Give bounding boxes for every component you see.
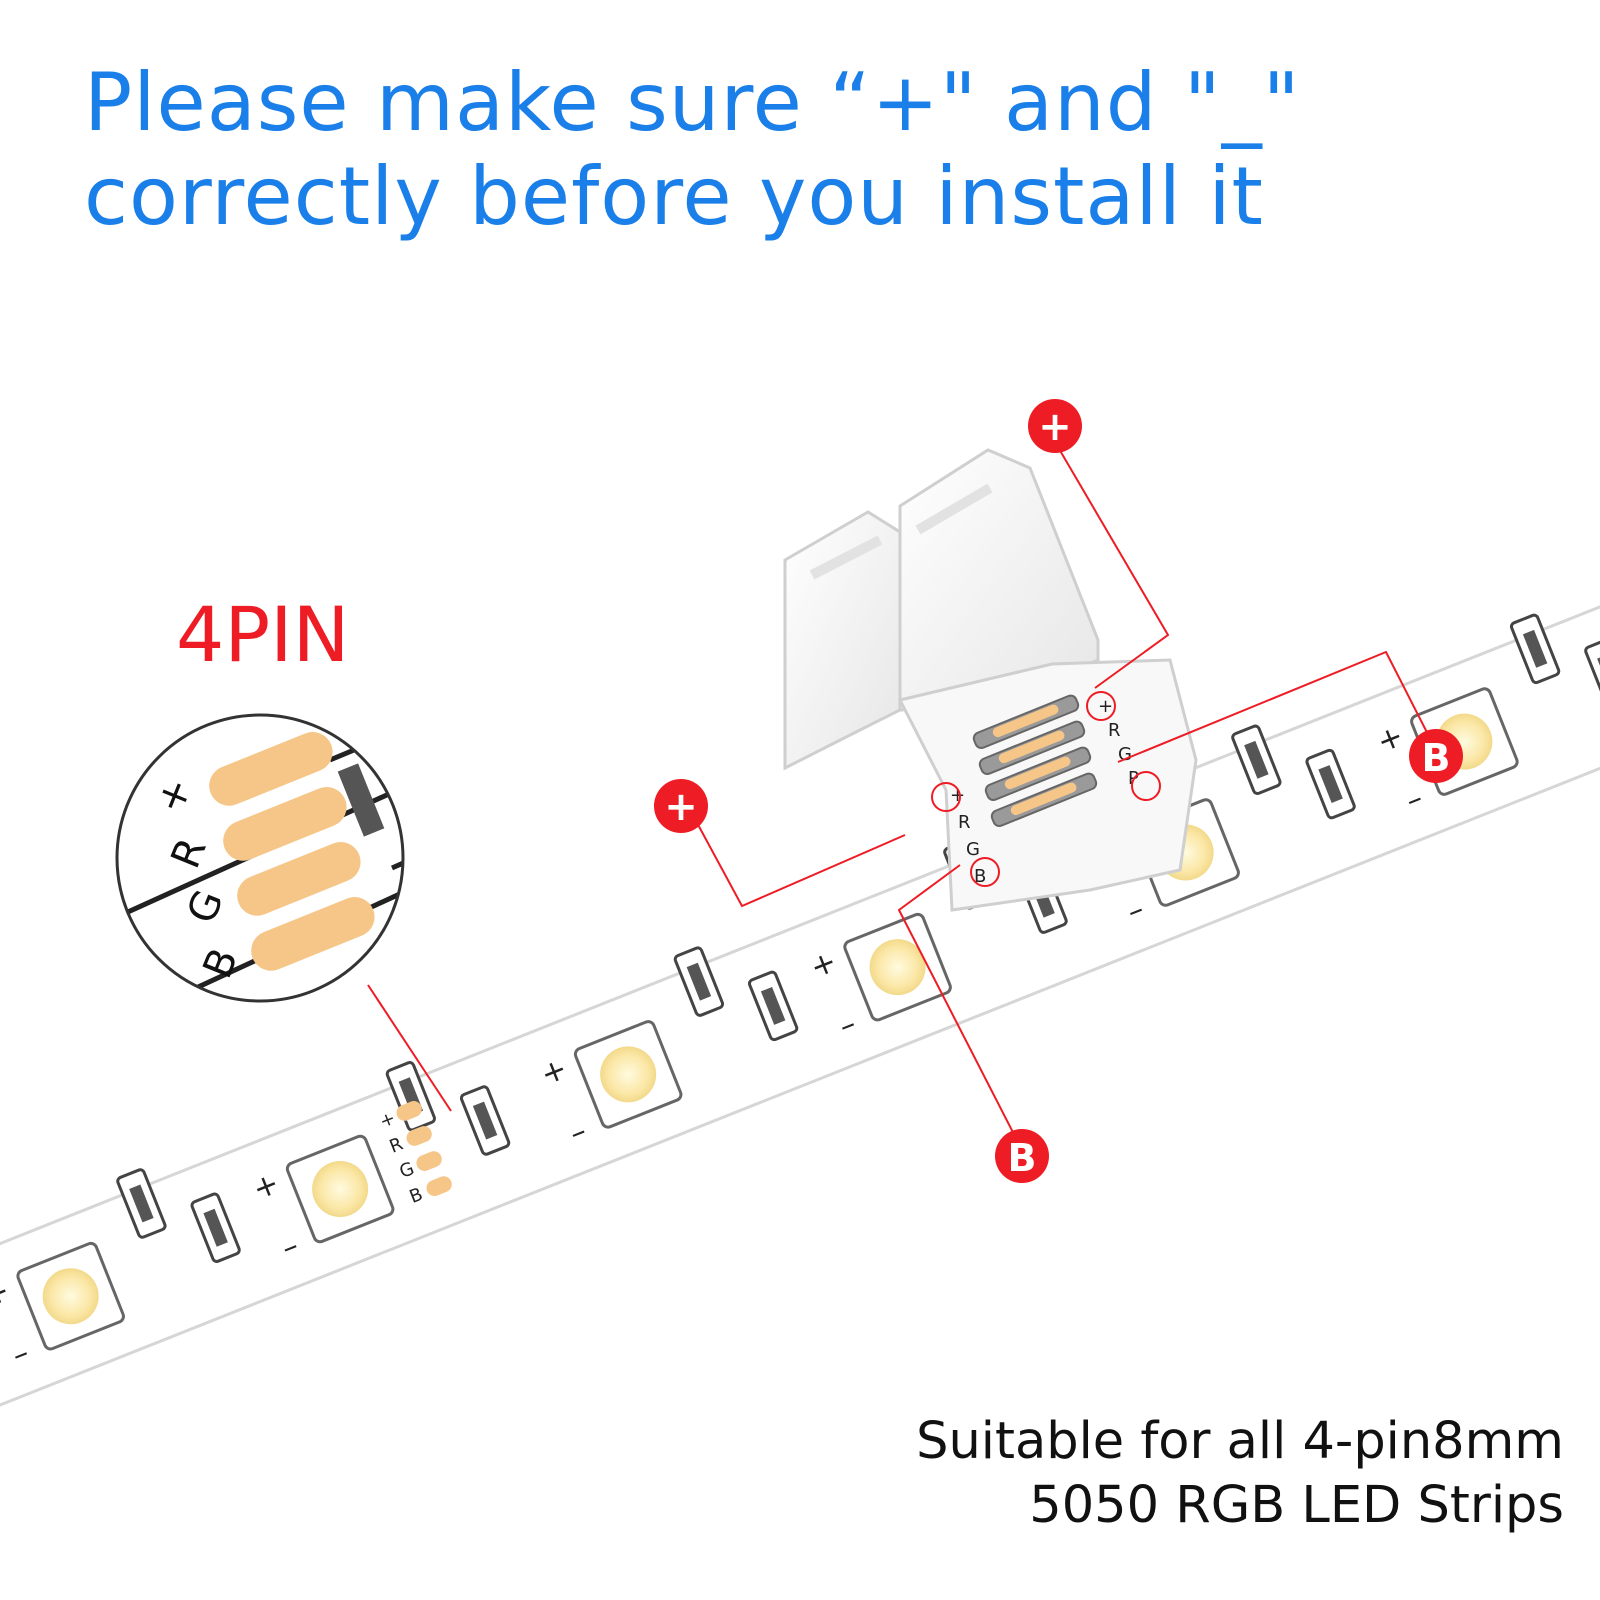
led-chip: +– — [0, 1168, 241, 1373]
connector-tab-left — [783, 510, 902, 771]
svg-text:B: B — [1422, 736, 1451, 780]
resistor — [1305, 748, 1356, 820]
resistor — [116, 1168, 167, 1239]
connector-left-pin-label: R — [958, 812, 971, 833]
resistor — [459, 1085, 511, 1156]
pin-magnifier: +RGB — [115, 713, 405, 1003]
strip-connector-clip: +RGB+RGP — [783, 448, 1198, 912]
plus-marker-left: + — [654, 779, 708, 833]
connector-left-pin-label: + — [950, 785, 965, 806]
callout-markers: + + B B — [654, 399, 1463, 1183]
pin-highlight-ring — [1086, 691, 1116, 721]
resistor — [190, 1192, 241, 1263]
resistor — [673, 946, 725, 1017]
pin-highlight-ring — [970, 857, 1000, 887]
install-instruction-headline: Please make sure “+" and "_" correctly b… — [84, 56, 1384, 244]
compatibility-note: Suitable for all 4-pin8mm 5050 RGB LED S… — [916, 1410, 1564, 1538]
b-marker-bottom: B — [995, 1129, 1049, 1183]
pin-highlight-ring — [1131, 771, 1161, 801]
strip-cut-pads: +RGB — [377, 1101, 452, 1208]
connector-contacts: +RGB+RGP — [931, 691, 1161, 887]
resistor — [747, 970, 799, 1042]
svg-text:+: + — [664, 784, 698, 830]
headline-line-2: correctly before you install it — [84, 150, 1264, 243]
headline-line-1: Please make sure “+" and "_" — [84, 56, 1301, 149]
resistor — [1509, 613, 1561, 685]
b-marker-right: B — [1409, 729, 1463, 783]
connector-tabs — [783, 448, 1100, 771]
connector-right-pin-label: + — [1098, 696, 1113, 717]
resistor — [1231, 724, 1282, 795]
compatibility-line-1: Suitable for all 4-pin8mm — [916, 1412, 1564, 1471]
cut-pad-label: + — [377, 1108, 399, 1133]
compatibility-line-2: 5050 RGB LED Strips — [1029, 1476, 1564, 1535]
connector-left-pin-label: B — [974, 866, 986, 887]
connector-left-pin-label: G — [966, 839, 980, 860]
callout-lines — [367, 429, 1441, 1151]
resistor — [1584, 637, 1600, 709]
connector-body — [897, 658, 1198, 912]
plus-marker-top: + — [1028, 399, 1082, 453]
connector-right-pin-label: R — [1108, 720, 1121, 741]
svg-text:B: B — [1008, 1136, 1037, 1180]
svg-text:+: + — [1038, 404, 1072, 450]
pin-highlight-ring — [931, 782, 961, 812]
pin-type-label: 4PIN — [176, 590, 350, 679]
